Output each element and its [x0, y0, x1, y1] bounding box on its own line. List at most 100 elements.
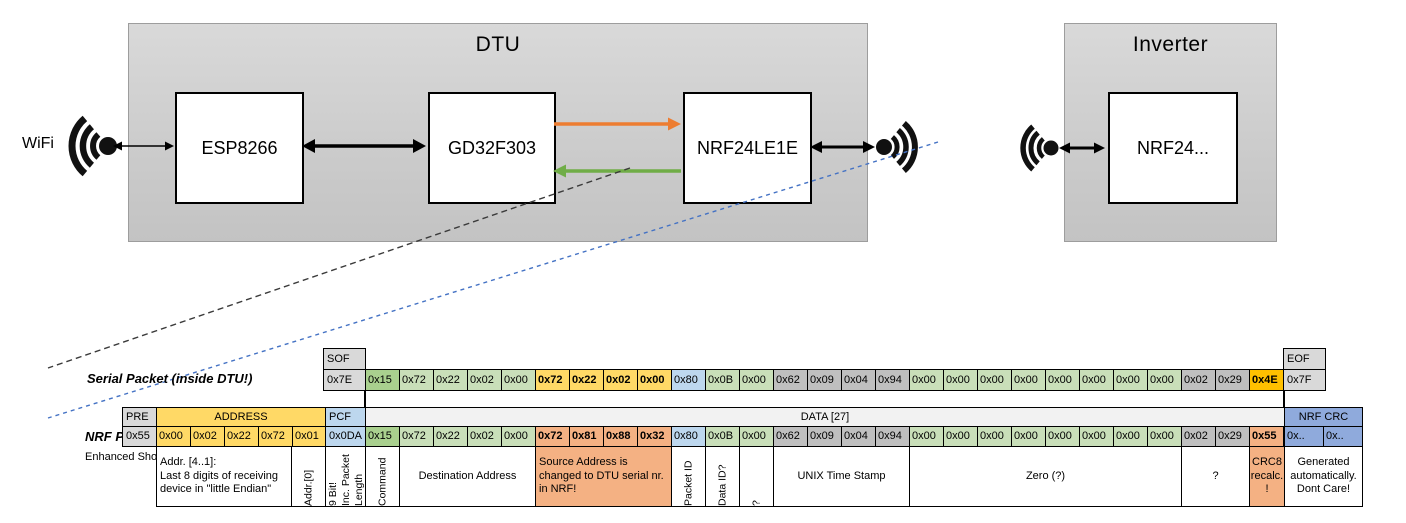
nrf-crc-header: NRF CRC — [1284, 407, 1363, 428]
sof-header: SOF — [323, 348, 366, 370]
annotation-zero: Zero (?) — [909, 446, 1182, 507]
sof-value: 0x7E — [323, 369, 366, 391]
byte-cell: 0x00 — [977, 426, 1012, 447]
nrf24le1e-box: NRF24LE1E — [683, 92, 812, 204]
byte-cell: 0x15 — [365, 426, 400, 447]
annotation-destination: Destination Address — [399, 446, 536, 507]
byte-cell: 0x00 — [739, 426, 774, 447]
gd32f303-box: GD32F303 — [428, 92, 556, 204]
byte-cell: 0x02 — [603, 369, 638, 391]
byte-cell: 0x00 — [501, 369, 536, 391]
byte-cell: 0x02 — [190, 426, 225, 447]
byte-cell: 0x32 — [637, 426, 672, 447]
byte-cell: 0x62 — [773, 426, 808, 447]
byte-cell: 0x22 — [569, 369, 604, 391]
annotation-command: Command — [365, 446, 400, 507]
byte-cell: 0x02 — [467, 369, 502, 391]
byte-cell: 0x00 — [909, 369, 944, 391]
wifi-label: WiFi — [22, 135, 54, 152]
byte-cell: 0x29 — [1215, 369, 1250, 391]
byte-cell: 0x00 — [977, 369, 1012, 391]
byte-cell: 0x94 — [875, 426, 910, 447]
annotation-address41: Addr. [4..1]: Last 8 digits of receiving… — [156, 446, 292, 507]
byte-cell: 0x09 — [807, 369, 842, 391]
pcf-header: PCF — [325, 407, 367, 428]
byte-cell: 0x80 — [671, 369, 706, 391]
annotation-unix-time: UNIX Time Stamp — [773, 446, 910, 507]
annotation-packet-id: Packet ID — [671, 446, 706, 507]
pcf-value: 0x0DA — [325, 426, 367, 447]
inverter-nrf24-label: NRF24... — [1136, 137, 1210, 158]
byte-cell: 0x00 — [1079, 369, 1114, 391]
data-header: DATA [27] — [365, 407, 1285, 428]
annotation-unknown1: ? — [739, 446, 774, 507]
byte-cell: 0x09 — [807, 426, 842, 447]
inverter-title: Inverter — [1132, 33, 1209, 56]
byte-cell: 0x22 — [433, 426, 468, 447]
byte-cell: 0x72 — [258, 426, 293, 447]
byte-cell: 0x62 — [773, 369, 808, 391]
byte-cell: 0x00 — [909, 426, 944, 447]
byte-cell: 0x01 — [292, 426, 327, 447]
annotation-crc8: CRC8 recalc. ! — [1249, 446, 1285, 507]
byte-cell: 0x15 — [365, 369, 400, 391]
pre-value: 0x55 — [122, 426, 157, 447]
inverter-nrf24-box: NRF24... — [1108, 92, 1238, 204]
byte-cell: 0x00 — [943, 369, 978, 391]
byte-cell: 0x72 — [535, 369, 570, 391]
byte-cell: 0x02 — [1181, 426, 1216, 447]
nrf-crc-row: 0x..0x.. — [1284, 426, 1363, 447]
byte-cell: 0x00 — [1113, 369, 1148, 391]
byte-cell: 0x00 — [501, 426, 536, 447]
annotation-data-id: Data ID? — [705, 446, 740, 507]
byte-cell: 0x0B — [705, 426, 740, 447]
esp8266-label: ESP8266 — [201, 137, 278, 158]
byte-cell: 0x55 — [1249, 426, 1284, 447]
nrf24le1e-label: NRF24LE1E — [696, 137, 799, 158]
byte-cell: 0x00 — [1079, 426, 1114, 447]
byte-cell: 0x04 — [841, 426, 876, 447]
byte-cell: 0x04 — [841, 369, 876, 391]
serial-packet-label: Serial Packet (inside DTU!) — [87, 371, 253, 386]
gd32f303-label: GD32F303 — [447, 137, 537, 158]
byte-cell: 0x29 — [1215, 426, 1250, 447]
byte-cell: 0x22 — [433, 369, 468, 391]
byte-cell: 0x00 — [1147, 369, 1182, 391]
byte-cell: 0x00 — [1011, 426, 1046, 447]
pre-header: PRE — [122, 407, 157, 428]
byte-cell: 0x00 — [1113, 426, 1148, 447]
byte-cell: 0x00 — [1147, 426, 1182, 447]
byte-cell: 0x00 — [739, 369, 774, 391]
byte-cell: 0x72 — [399, 369, 434, 391]
byte-cell: 0x00 — [943, 426, 978, 447]
byte-cell: 0x4E — [1249, 369, 1284, 391]
eof-value: 0x7F — [1283, 369, 1326, 391]
nrf-antenna-icon — [876, 121, 918, 173]
byte-cell: 0x72 — [399, 426, 434, 447]
eof-header: EOF — [1283, 348, 1326, 370]
annotation-generated: Generated automatically. Dont Care! — [1284, 446, 1363, 507]
byte-cell: 0x22 — [224, 426, 259, 447]
esp8266-box: ESP8266 — [175, 92, 304, 204]
annotation-unknown2: ? — [1181, 446, 1250, 507]
byte-cell: 0x80 — [671, 426, 706, 447]
byte-cell: 0x.. — [1284, 426, 1324, 447]
byte-cell: 0x81 — [569, 426, 604, 447]
byte-cell: 0x72 — [535, 426, 570, 447]
annotation-pcf-9bit: 9 Bit! Inc. Packet Length — [325, 446, 366, 507]
byte-cell: 0x0B — [705, 369, 740, 391]
byte-cell: 0x02 — [1181, 369, 1216, 391]
byte-cell: 0x88 — [603, 426, 638, 447]
annotation-source-address: Source Address is changed to DTU serial … — [535, 446, 672, 507]
address-header: ADDRESS — [156, 407, 326, 428]
annotation-address0: Addr.[0] — [291, 446, 326, 507]
byte-cell: 0x94 — [875, 369, 910, 391]
byte-cell: 0x00 — [1011, 369, 1046, 391]
byte-cell: 0x00 — [1045, 369, 1080, 391]
byte-cell: 0x00 — [637, 369, 672, 391]
byte-cell: 0x00 — [1045, 426, 1080, 447]
